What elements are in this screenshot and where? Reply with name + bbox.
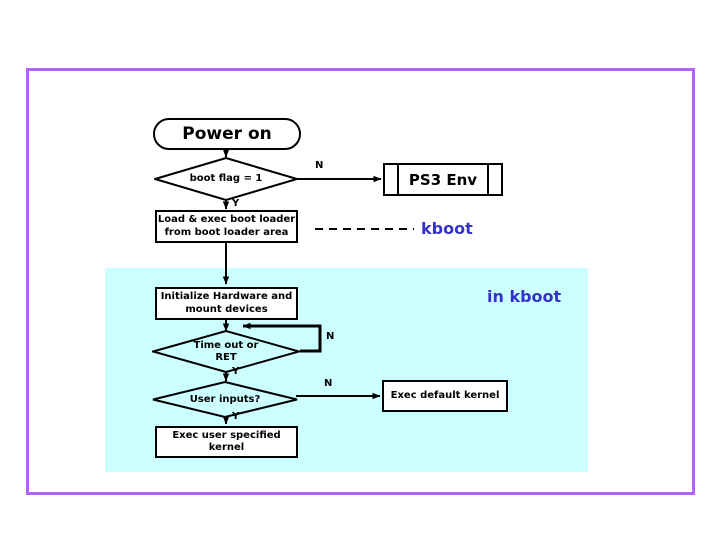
node-power-on[interactable]: Power on bbox=[153, 118, 301, 150]
slide-border-frame bbox=[26, 68, 695, 495]
node-init-hw-line1: Initialize Hardware and bbox=[160, 291, 293, 302]
node-init-hw-line2: mount devices bbox=[185, 303, 268, 315]
node-timeout-or-ret-decision[interactable]: Time out or RET bbox=[152, 330, 300, 373]
predefined-process-right-bar bbox=[487, 165, 489, 194]
node-exec-default-label: Exec default kernel bbox=[390, 389, 500, 401]
node-boot-flag-decision[interactable]: boot flag = 1 bbox=[154, 157, 298, 201]
node-initialize-hardware[interactable]: Initialize Hardware and mount devices bbox=[155, 287, 298, 320]
edge-label-timeout-yes: Y bbox=[232, 366, 240, 377]
edge-label-boot-flag-no: N bbox=[315, 160, 324, 171]
edge-label-timeout-no: N bbox=[326, 331, 335, 342]
edge-label-user-inputs-no: N bbox=[324, 378, 333, 389]
edge-label-boot-flag-yes: Y bbox=[232, 198, 240, 209]
annotation-in-kboot: in kboot bbox=[487, 287, 562, 306]
node-exec-default-kernel[interactable]: Exec default kernel bbox=[382, 380, 508, 412]
node-power-on-label: Power on bbox=[182, 124, 272, 144]
annotation-kboot: kboot bbox=[421, 219, 473, 238]
node-ps3-env-label: PS3 Env bbox=[408, 170, 478, 189]
node-ps3-env[interactable]: PS3 Env bbox=[383, 163, 503, 196]
node-exec-user-specified-kernel[interactable]: Exec user specified kernel bbox=[155, 426, 298, 458]
edge-label-user-inputs-yes: Y bbox=[232, 411, 240, 422]
node-user-inputs-decision[interactable]: User inputs? bbox=[152, 381, 298, 418]
predefined-process-left-bar bbox=[397, 165, 399, 194]
node-exec-user-label: Exec user specified kernel bbox=[172, 429, 281, 454]
node-load-exec-boot-loader[interactable]: Load & exec boot loader from boot loader… bbox=[155, 210, 298, 243]
node-load-exec-line1: Load & exec boot loader bbox=[157, 214, 296, 225]
node-load-exec-line2: from boot loader area bbox=[164, 226, 289, 238]
